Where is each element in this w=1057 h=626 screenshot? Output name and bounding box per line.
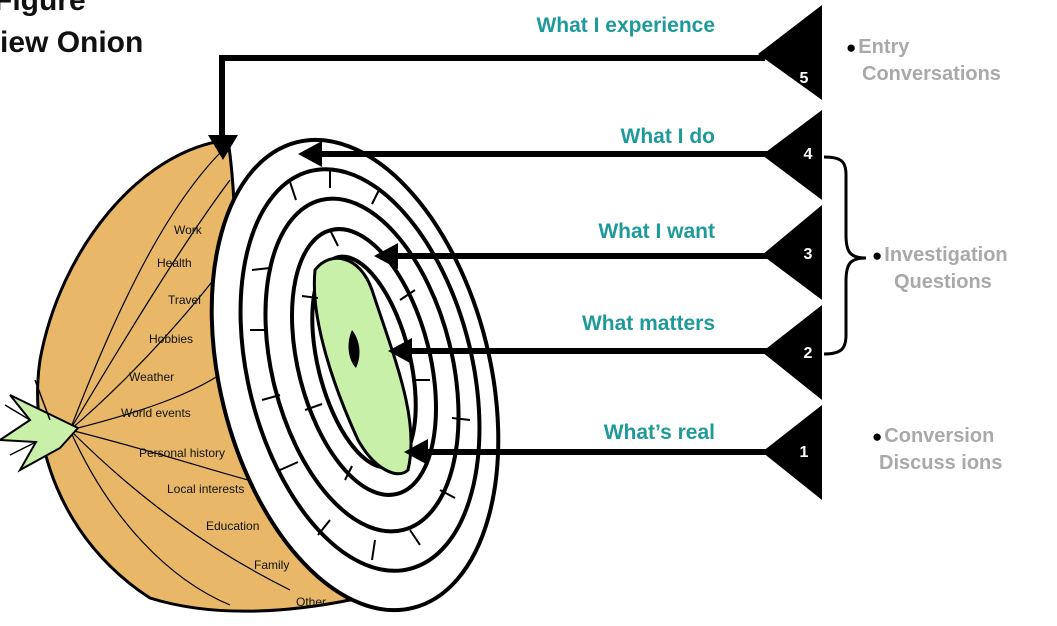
layer-5-label: What I experience <box>536 14 715 37</box>
layer-1-number: 1 <box>799 444 809 461</box>
layer-2-label: What matters <box>581 312 715 335</box>
topic-local-interests: Local interests <box>167 482 245 496</box>
category-conversion-line2: Discuss ions <box>879 452 1003 474</box>
category-conversion: ●Conversion Discuss ions <box>872 423 1002 477</box>
ring-ticks <box>250 170 471 561</box>
figure-title-line2: iew Onion <box>0 26 144 59</box>
brace-investigation <box>823 155 867 356</box>
bullet-icon: ● <box>846 38 857 57</box>
topic-other: Other <box>296 595 327 609</box>
layer-4-label: What I do <box>620 125 715 148</box>
category-entry: ●Entry Conversations <box>846 34 1001 88</box>
figure-title-line1: Figure <box>0 0 86 17</box>
flag-3 <box>762 205 822 300</box>
topic-weather: Weather <box>129 370 175 384</box>
topic-health: Health <box>157 256 192 270</box>
flag-1 <box>762 405 822 500</box>
layer-3-number: 3 <box>803 246 813 263</box>
topic-work: Work <box>174 223 202 237</box>
topic-personal-history: Personal history <box>139 446 226 460</box>
flag-5 <box>758 5 822 100</box>
arrowhead-layer-3 <box>374 243 398 269</box>
category-investigation-line1: Investigation <box>884 244 1008 266</box>
arrowhead-layer-5 <box>208 135 238 160</box>
arrowhead-layer-1 <box>404 439 428 465</box>
layer-2-number: 2 <box>803 345 813 362</box>
topic-hobbies: Hobbies <box>149 332 194 346</box>
onion-core <box>312 256 413 476</box>
core-seed <box>348 330 360 368</box>
topic-education: Education <box>206 519 260 533</box>
flag-4 <box>762 110 822 200</box>
topic-family: Family <box>254 558 290 572</box>
layer-3-label: What I want <box>598 220 715 243</box>
flag-2 <box>762 305 822 400</box>
category-conversion-line1: Conversion <box>884 425 995 447</box>
skin-veins <box>69 144 291 606</box>
topic-world-events: World events <box>121 406 191 420</box>
bullet-icon: ● <box>872 246 883 265</box>
layer-4-number: 4 <box>803 146 813 163</box>
category-investigation: ●Investigation Questions <box>872 242 1008 296</box>
category-investigation-line2: Questions <box>894 271 992 293</box>
arrowhead-layer-4 <box>298 141 322 167</box>
topic-travel: Travel <box>168 293 201 307</box>
layer-1-label: What’s real <box>603 421 715 444</box>
layer-5-number: 5 <box>799 70 809 87</box>
bullet-icon: ● <box>872 427 883 446</box>
onion-sprout <box>0 379 80 473</box>
category-entry-line2: Conversations <box>862 63 1001 85</box>
category-entry-line1: Entry <box>858 36 910 58</box>
arrowhead-layer-2 <box>388 338 412 364</box>
arrow-layer-5 <box>219 55 765 140</box>
